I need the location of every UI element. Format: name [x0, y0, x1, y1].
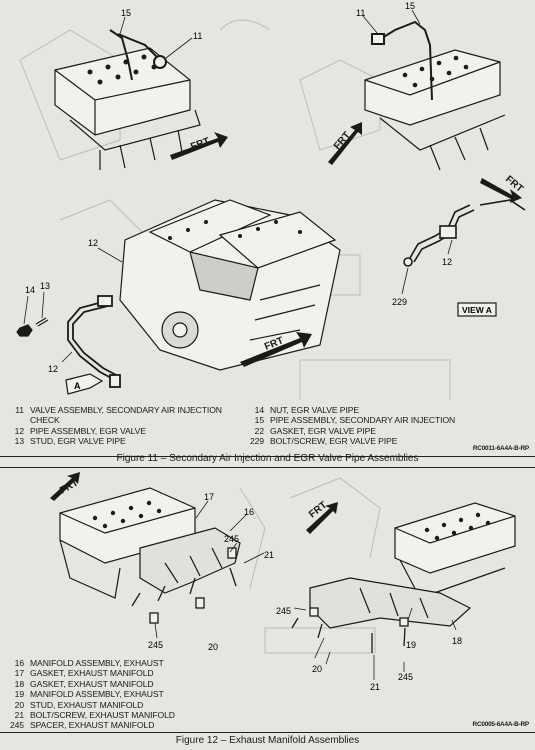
frt-arrow-icon: FRT	[306, 500, 338, 534]
frt-arrow-icon: FRT	[240, 332, 312, 367]
callout-229: 229	[392, 297, 407, 307]
legend-item: CHECK	[30, 415, 60, 426]
callout-12: 12	[88, 238, 98, 248]
callout-12: 12	[48, 364, 58, 374]
exhaust-manifold-right	[309, 577, 472, 629]
callout-21: 21	[264, 550, 274, 560]
figure-12-illustration: 17 16 21 245 245 20 FRT	[50, 472, 516, 658]
air-injection-pipe-left	[109, 29, 167, 81]
callout-19: 19	[406, 640, 416, 650]
callout-15: 15	[121, 8, 131, 18]
view-a-marker: A	[65, 373, 104, 395]
figure-divider	[0, 467, 535, 469]
callout-245: 245	[224, 534, 239, 544]
callout-15: 15	[405, 1, 415, 11]
exhaust-bolts-left	[131, 547, 237, 624]
frt-arrow-icon: FRT	[480, 174, 525, 203]
stud-and-nut	[16, 317, 49, 337]
svg-text:A: A	[74, 381, 81, 391]
callout-245: 245	[398, 672, 413, 682]
egr-pipe-detail	[403, 199, 526, 267]
callout-245: 245	[276, 606, 291, 616]
cylinder-head-right	[394, 502, 516, 599]
figure-11-caption: Figure 11 – Secondary Air Injection and …	[116, 453, 419, 464]
figure-11-rule	[0, 456, 535, 458]
figure-12-code: RC0005-6A4A-B-RP	[472, 721, 530, 728]
frt-arrow-icon: FRT	[50, 472, 80, 501]
callout-13: 13	[40, 281, 50, 291]
bleed-through-background	[239, 477, 381, 654]
exhaust-bolts-right	[291, 607, 409, 653]
figure-11-illustration: 15 11 FRT 11 15 FRT	[16, 1, 526, 400]
egr-pipe-left	[67, 295, 121, 388]
frt-arrow-icon: FRT	[328, 122, 362, 165]
callout-11: 11	[193, 31, 202, 41]
valve-cover-right	[364, 49, 506, 171]
svg-text:FRT: FRT	[503, 174, 525, 195]
figure-12-caption: Figure 12 – Exhaust Manifold Assemblies	[175, 735, 360, 746]
engine-block	[119, 199, 341, 371]
callout-17: 17	[204, 492, 214, 502]
figure-11-code: RC0011-6A4A-B-RP	[472, 445, 529, 452]
exhaust-manifold-left	[139, 527, 241, 594]
view-a-box	[457, 302, 497, 317]
callout-20: 20	[208, 642, 218, 652]
callout-18: 18	[452, 636, 462, 646]
svg-text:FRT: FRT	[189, 136, 211, 153]
callout-11: 11	[356, 8, 365, 18]
callout-12: 12	[442, 257, 452, 267]
callout-21: 21	[370, 682, 380, 692]
view-a-label: VIEW A	[462, 305, 492, 315]
callout-20: 20	[312, 664, 322, 674]
valve-cover-left	[54, 47, 201, 170]
callout-14: 14	[25, 285, 35, 295]
figure-12-rule	[0, 732, 535, 734]
callout-16: 16	[244, 507, 254, 517]
callout-245: 245	[148, 640, 163, 650]
figure-12-lower-callouts: 20 245 21	[312, 651, 413, 692]
